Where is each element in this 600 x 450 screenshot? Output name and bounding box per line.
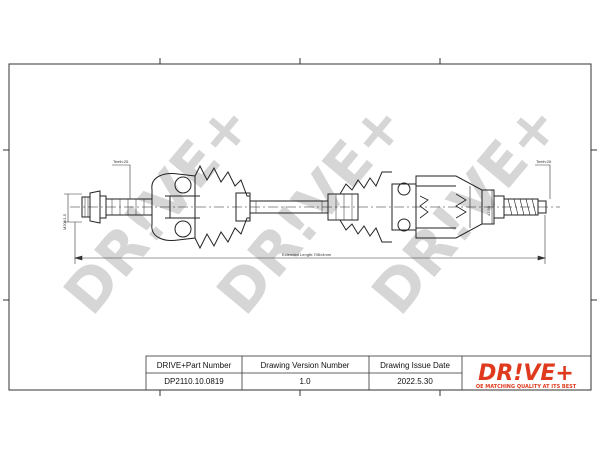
right-diameter-label: 41.90 xyxy=(486,205,491,216)
header-version: Drawing Version Number xyxy=(261,361,350,370)
dimension-labels: Teeth:25 Teeth:26 M20X1.5 41.90 Extended… xyxy=(62,159,552,257)
value-part-number: DP2110.10.0819 xyxy=(164,377,224,386)
main-shaft xyxy=(250,200,328,214)
left-thread-label: M20X1.5 xyxy=(62,213,67,230)
header-part-number: DRIVE+Part Number xyxy=(157,361,232,370)
left-boot xyxy=(194,164,251,250)
header-issue-date: Drawing Issue Date xyxy=(380,361,450,370)
brand-logo: DR!VE+ OE MATCHING QUALITY AT ITS BEST xyxy=(476,361,577,390)
left-spline-label: Teeth:25 xyxy=(113,159,129,164)
watermarks: DR!VE+ DR!VE+ DR!VE+ xyxy=(51,90,573,327)
drive-shaft xyxy=(70,164,560,250)
right-boot xyxy=(327,171,392,243)
right-spline-label: Teeth:26 xyxy=(536,159,552,164)
logo-tagline: OE MATCHING QUALITY AT ITS BEST xyxy=(476,384,577,390)
right-spline xyxy=(481,189,547,225)
dimension-lines xyxy=(64,164,551,264)
left-thread-stub xyxy=(81,190,107,224)
value-version: 1.0 xyxy=(299,377,311,386)
extended-length-label: Extended Length:708±4mm xyxy=(282,252,332,257)
title-block xyxy=(145,355,592,391)
title-block-text: DRIVE+Part Number Drawing Version Number… xyxy=(157,361,451,386)
logo-text: DR!VE+ xyxy=(478,361,574,386)
value-issue-date: 2022.5.30 xyxy=(397,377,433,386)
